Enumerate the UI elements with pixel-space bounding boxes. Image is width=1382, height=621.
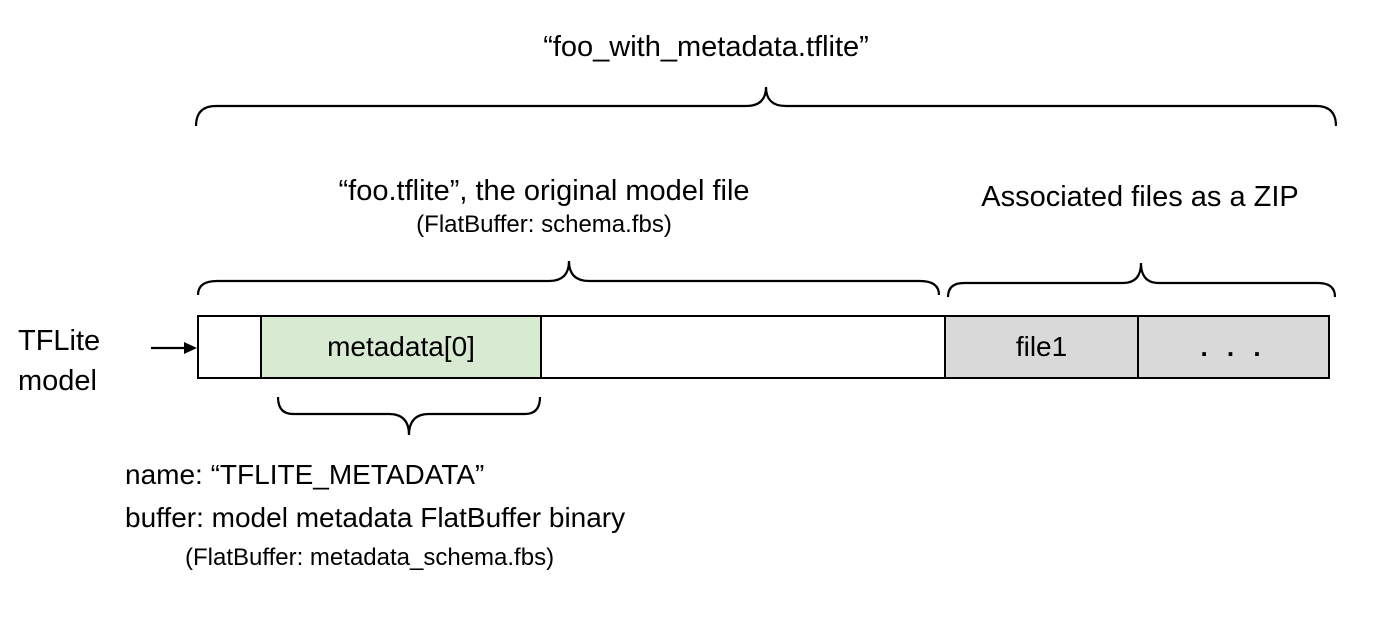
model-section-label: “foo.tflite”, the original model file — [338, 175, 750, 207]
tflite-model-bar: metadata[0] file1 . . . — [197, 315, 1330, 379]
arrow-icon — [151, 342, 197, 354]
metadata-annotation: name: “TFLITE_METADATA” buffer: model me… — [125, 453, 625, 577]
zip-section-brace — [947, 262, 1337, 298]
metadata-brace — [277, 396, 541, 436]
whole-file-brace — [195, 86, 1337, 127]
annotation-buffer: buffer: model metadata FlatBuffer binary — [125, 502, 626, 533]
metadata-cell-label: metadata[0] — [327, 331, 475, 362]
zip-section-label: Associated files as a ZIP — [981, 181, 1299, 213]
tflite-model-label-line2: model — [18, 365, 97, 397]
tflite-model-label-line1: TFLite — [18, 325, 101, 357]
file1-cell-label: file1 — [1015, 331, 1068, 362]
file-title: “foo_with_metadata.tflite” — [543, 31, 869, 63]
bar-cell-empty-middle — [540, 317, 944, 377]
bar-cell-more-files: . . . — [1137, 317, 1328, 377]
annotation-schema: (FlatBuffer: metadata_schema.fbs) — [185, 544, 555, 571]
model-section-brace — [197, 260, 941, 296]
bar-cell-file1: file1 — [944, 317, 1137, 377]
bar-cell-empty-left — [199, 317, 260, 377]
tflite-model-label: TFLite model — [18, 321, 100, 401]
bar-cell-metadata: metadata[0] — [260, 317, 540, 377]
more-files-cell-label: . . . — [1200, 331, 1267, 362]
model-section-label-block: “foo.tflite”, the original model file (F… — [244, 172, 844, 240]
model-section-sublabel: (FlatBuffer: schema.fbs) — [416, 211, 672, 238]
annotation-name: name: “TFLITE_METADATA” — [125, 459, 485, 490]
